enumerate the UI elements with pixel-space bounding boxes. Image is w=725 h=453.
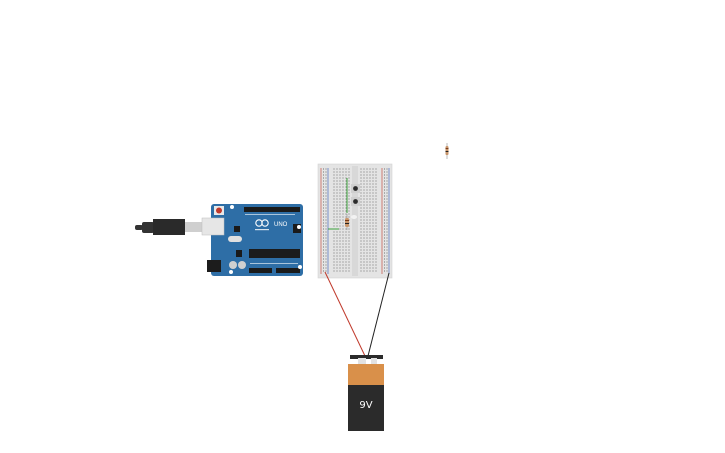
arduino-logo-icon	[255, 219, 269, 227]
arduino-uno-board[interactable]: UNO	[201, 204, 303, 276]
resistor-loose[interactable]	[445, 143, 449, 159]
resistor-on-breadboard[interactable]	[345, 214, 349, 230]
wire-black-negative[interactable]	[367, 272, 390, 357]
board-model-label: UNO	[274, 222, 288, 228]
usb-cable[interactable]	[135, 219, 202, 235]
breadboard-small[interactable]	[317, 163, 393, 279]
battery-label: 9V	[359, 400, 372, 411]
wire-red-positive[interactable]	[324, 271, 366, 357]
wire-green-jumper[interactable]	[328, 178, 348, 230]
battery-9v[interactable]: 9V	[348, 355, 384, 431]
pushbutton-1[interactable]	[351, 184, 360, 193]
breadboard-holes	[323, 168, 388, 272]
pushbutton-2[interactable]	[351, 197, 360, 206]
